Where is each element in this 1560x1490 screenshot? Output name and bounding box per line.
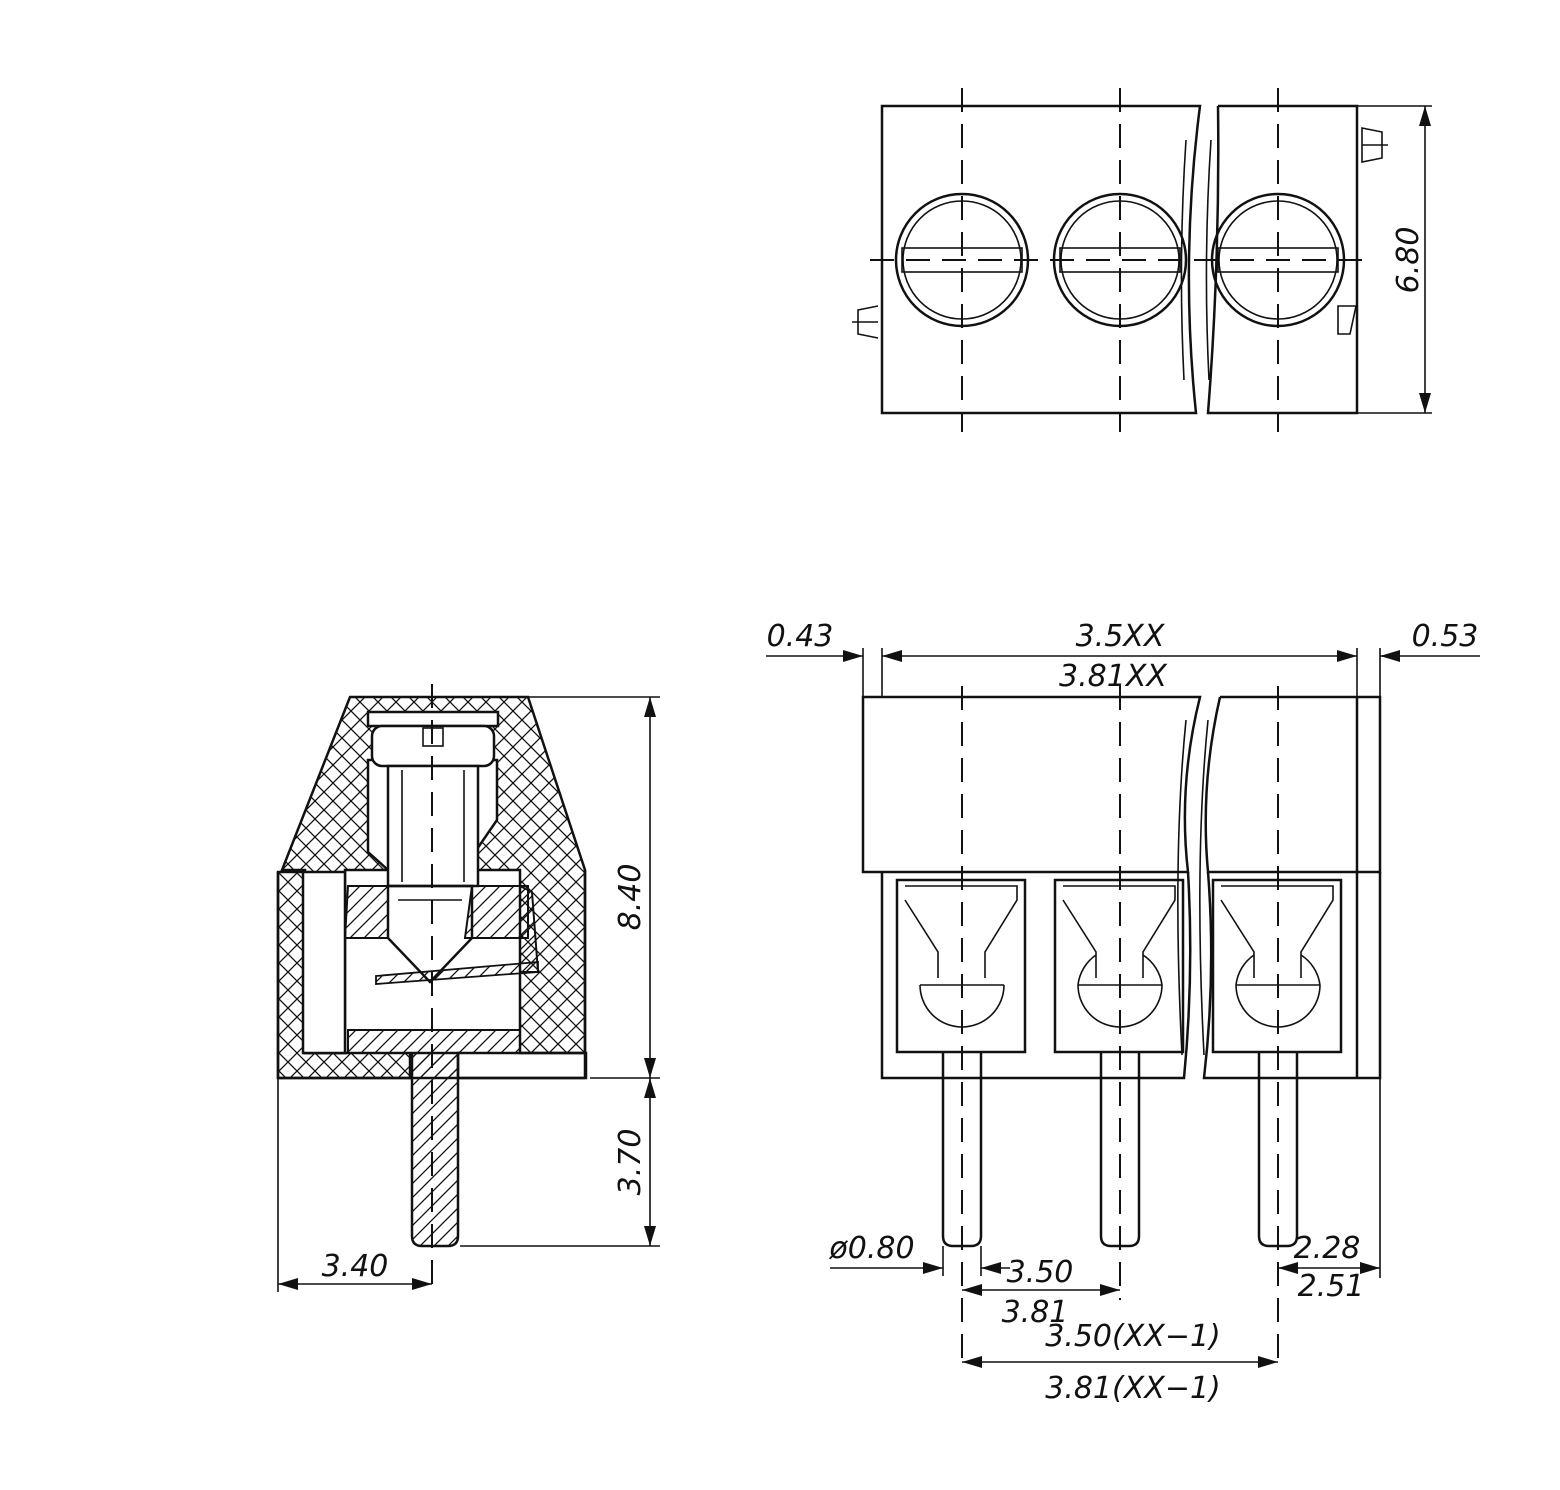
- side-view: 8.40 3.70 3.40: [276, 684, 660, 1292]
- front-view: 0.43 0.53 3.5XX 3.81XX ø0.80 3.50 3.81 2…: [766, 619, 1480, 1406]
- front-pitch-a: 3.50: [1007, 1255, 1074, 1290]
- front-end-a: 2.28: [1294, 1231, 1361, 1266]
- side-height-dim: 8.40: [613, 864, 648, 931]
- front-pin-dia: ø0.80: [828, 1231, 914, 1266]
- front-span-a: 3.50(XX−1): [1045, 1319, 1221, 1354]
- side-pin-dim: 3.70: [613, 1129, 648, 1196]
- front-right-margin: 0.53: [1412, 619, 1479, 654]
- front-left-margin: 0.43: [767, 619, 834, 654]
- front-span-b: 3.81(XX−1): [1045, 1371, 1221, 1406]
- front-body-len-a: 3.5XX: [1076, 619, 1166, 654]
- front-end-b: 2.51: [1298, 1269, 1365, 1304]
- front-body-len-b: 3.81XX: [1059, 659, 1168, 694]
- top-view: 6.80: [852, 88, 1432, 432]
- front-pin-3: [1257, 1052, 1299, 1248]
- front-pitch-b: 3.81: [1002, 1295, 1069, 1330]
- front-pin-1: [941, 1052, 983, 1248]
- side-offset-dim: 3.40: [322, 1249, 389, 1284]
- top-height-dim: 6.80: [1391, 227, 1426, 294]
- front-pin-2: [1099, 1052, 1141, 1248]
